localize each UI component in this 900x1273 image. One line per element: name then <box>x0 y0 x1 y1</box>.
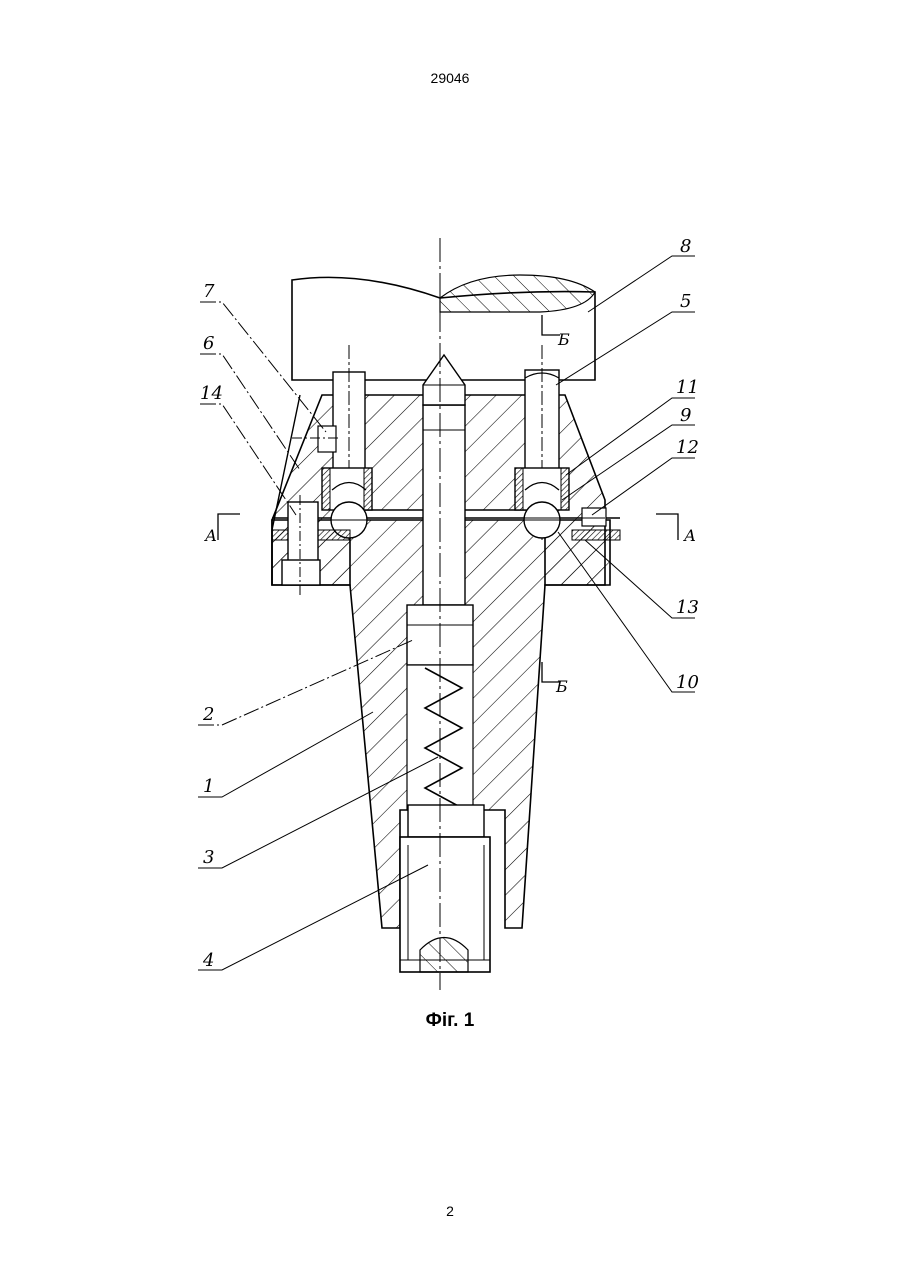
figure-caption: Фіг. 1 <box>0 1010 900 1032</box>
callout-12: 12 <box>676 437 699 458</box>
section-a-right: А <box>683 526 696 545</box>
callout-5: 5 <box>680 291 691 312</box>
callout-9: 9 <box>680 405 691 426</box>
section-a-left: А <box>204 526 217 545</box>
callout-4: 4 <box>202 950 214 971</box>
central-bore <box>423 355 465 605</box>
callout-13: 13 <box>676 597 699 618</box>
callout-7: 7 <box>203 281 215 302</box>
callout-3: 3 <box>203 847 214 868</box>
callout-8: 8 <box>680 236 691 257</box>
callout-11: 11 <box>676 377 699 398</box>
leader-8 <box>588 256 695 312</box>
callout-6: 6 <box>203 333 214 354</box>
leader-1 <box>198 712 373 797</box>
callout-1: 1 <box>203 776 214 797</box>
callout-10: 10 <box>676 672 699 693</box>
callout-2: 2 <box>202 704 214 725</box>
callout-14: 14 <box>200 383 223 404</box>
leader-6 <box>200 354 300 470</box>
page-number: 2 <box>0 1203 900 1219</box>
section-b-bottom: Б <box>555 677 568 696</box>
section-b-top: Б <box>557 330 570 349</box>
screw-4 <box>400 805 490 972</box>
leader-12 <box>592 458 695 515</box>
